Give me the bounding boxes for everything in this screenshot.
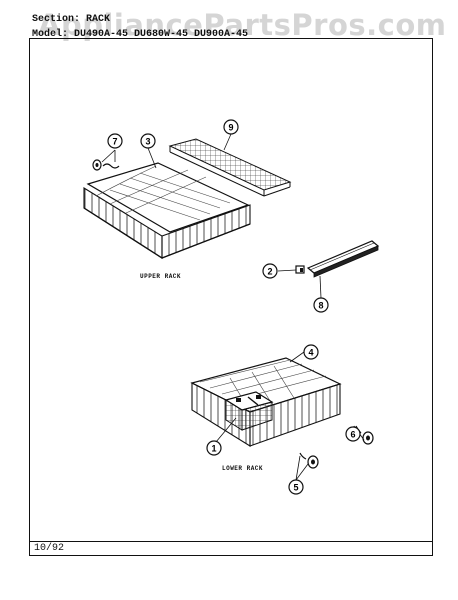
svg-text:7: 7 xyxy=(112,137,117,147)
lower-rack-part xyxy=(190,357,342,447)
callout-8: 8 xyxy=(313,297,329,313)
lower-roller-left-part xyxy=(299,452,319,469)
svg-text:2: 2 xyxy=(267,267,272,277)
upper-rack-caption: UPPER RACK xyxy=(140,273,182,280)
lower-rack-caption: LOWER RACK xyxy=(222,465,264,472)
footer-divider xyxy=(29,541,433,542)
upper-rack-part xyxy=(83,162,251,260)
rack-rail-part xyxy=(306,240,380,278)
silverware-basket-part xyxy=(224,391,274,431)
callout-7: 7 xyxy=(107,133,123,149)
watermark-text: AppliancePartsPros.com xyxy=(38,8,447,42)
section-heading: Section: RACK xyxy=(32,14,110,25)
callout-6: 6 xyxy=(345,426,361,442)
callout-3: 3 xyxy=(140,133,156,149)
callout-9: 9 xyxy=(223,119,239,135)
svg-text:1: 1 xyxy=(211,444,216,454)
svg-text:9: 9 xyxy=(228,123,233,133)
section-value: RACK xyxy=(86,14,111,25)
model-heading: Model: DU490A-45 DU680W-45 DU900A-45 xyxy=(32,29,248,40)
svg-text:4: 4 xyxy=(308,348,313,358)
svg-text:3: 3 xyxy=(145,137,150,147)
callout-4: 4 xyxy=(303,344,319,360)
svg-text:5: 5 xyxy=(293,483,298,493)
callout-1: 1 xyxy=(206,440,222,456)
callout-5: 5 xyxy=(288,479,304,495)
section-label: Section: xyxy=(32,14,81,25)
diagram-frame xyxy=(29,38,433,556)
cup-shelf-part xyxy=(168,138,292,197)
svg-text:6: 6 xyxy=(350,430,355,440)
svg-text:8: 8 xyxy=(318,301,323,311)
end-cap-part xyxy=(295,265,305,274)
revision-date: 10/92 xyxy=(34,543,65,554)
model-label: Model: xyxy=(32,29,69,40)
callout-2: 2 xyxy=(262,263,278,279)
model-value: DU490A-45 DU680W-45 DU900A-45 xyxy=(74,29,249,40)
rack-stop-part xyxy=(92,159,120,171)
